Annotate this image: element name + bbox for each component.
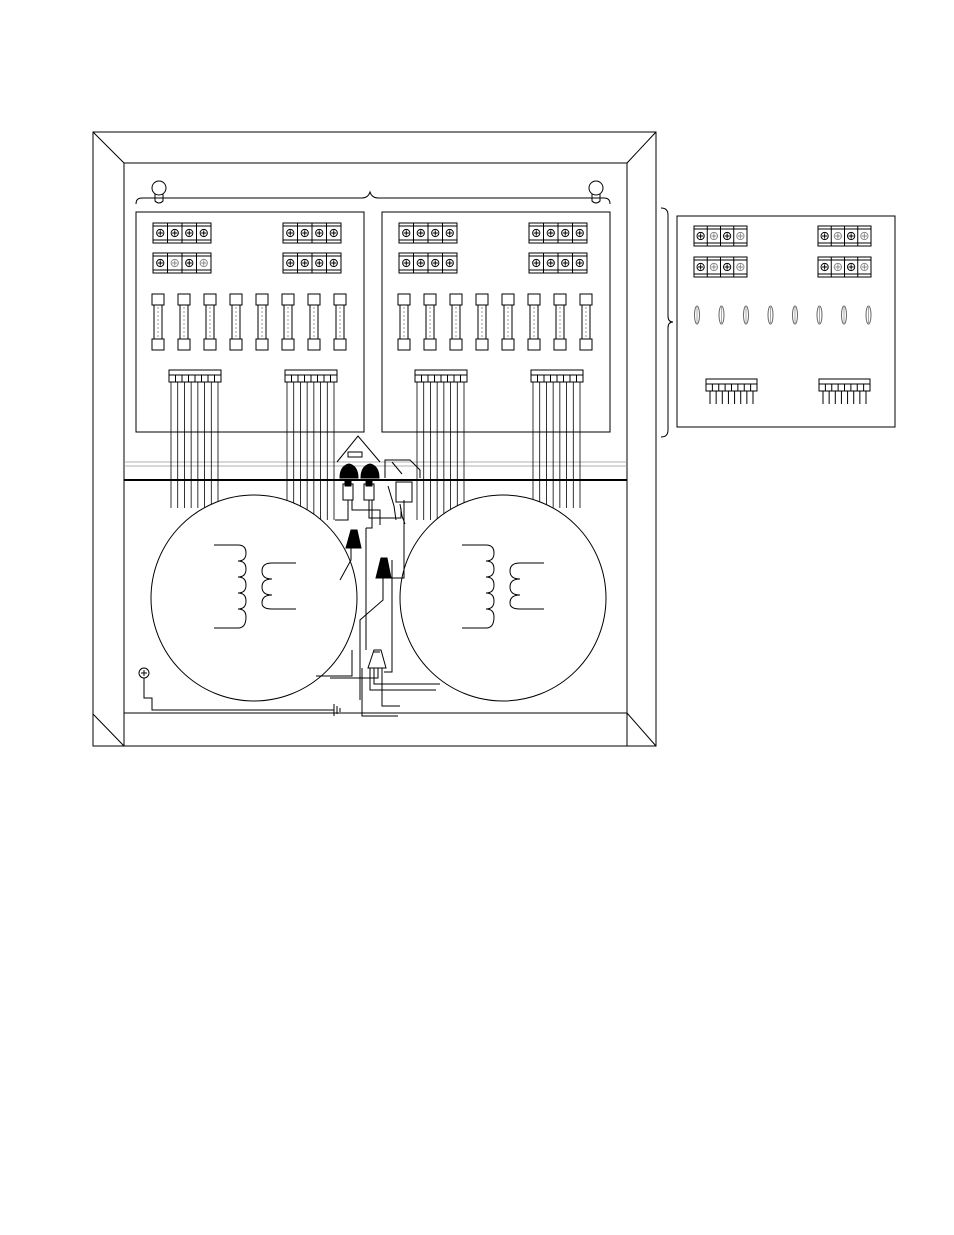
fuse-icon bbox=[502, 294, 514, 350]
terminal-block bbox=[529, 223, 587, 243]
keyhole-slot-right bbox=[589, 181, 603, 203]
terminal-screw-icon bbox=[710, 263, 717, 270]
terminal-screw-icon bbox=[301, 229, 308, 236]
terminal-screw-icon bbox=[724, 232, 731, 239]
terminal-screw-icon bbox=[576, 259, 583, 266]
terminal-screw-icon bbox=[171, 229, 178, 236]
terminal-block bbox=[283, 253, 341, 273]
terminal-block bbox=[399, 253, 457, 273]
terminal-screw-icon bbox=[403, 259, 410, 266]
terminal-screw-icon bbox=[821, 232, 828, 239]
terminal-screw-icon bbox=[533, 259, 540, 266]
terminal-block bbox=[399, 223, 457, 243]
terminal-screw-icon bbox=[316, 229, 323, 236]
terminal-screw-icon bbox=[697, 232, 704, 239]
terminal-screw-icon bbox=[562, 259, 569, 266]
terminal-block bbox=[818, 226, 871, 246]
terminal-screw-icon bbox=[737, 232, 744, 239]
terminal-screw-icon bbox=[186, 229, 193, 236]
terminal-block bbox=[153, 223, 211, 243]
connector-left bbox=[169, 370, 221, 382]
terminal-screw-icon bbox=[417, 259, 424, 266]
fuse-icon bbox=[204, 294, 216, 350]
terminal-screw-icon bbox=[834, 232, 841, 239]
right-board-panel bbox=[382, 212, 610, 432]
fuse-icon bbox=[398, 294, 410, 350]
terminal-screw-icon bbox=[547, 229, 554, 236]
keyhole-slot-left bbox=[152, 181, 166, 203]
terminal-screw-icon bbox=[330, 259, 337, 266]
detail-board bbox=[677, 216, 895, 427]
fuse-icon bbox=[554, 294, 566, 350]
terminal-screw-icon bbox=[200, 259, 207, 266]
terminal-block bbox=[153, 253, 211, 273]
terminal-screw-icon bbox=[171, 259, 178, 266]
terminal-screw-icon bbox=[547, 259, 554, 266]
terminal-screw-icon bbox=[200, 229, 207, 236]
transformer-left bbox=[151, 495, 357, 701]
center-fuse-icon bbox=[348, 452, 362, 457]
fuse-icon bbox=[178, 294, 190, 350]
left-board-panel bbox=[136, 212, 364, 432]
wire-nut-1-icon bbox=[346, 530, 361, 548]
fuse-icon bbox=[450, 294, 462, 350]
terminal-screw-icon bbox=[432, 259, 439, 266]
ground-symbol-icon bbox=[334, 704, 340, 716]
terminal-screw-icon bbox=[330, 229, 337, 236]
terminal-block bbox=[283, 223, 341, 243]
terminal-screw-icon bbox=[834, 263, 841, 270]
terminal-screw-icon bbox=[861, 263, 868, 270]
terminal-screw-icon bbox=[724, 263, 731, 270]
terminal-screw-icon bbox=[848, 263, 855, 270]
terminal-screw-icon bbox=[417, 229, 424, 236]
terminal-screw-icon bbox=[446, 229, 453, 236]
wire-nut-3-icon bbox=[368, 650, 386, 668]
connector-left bbox=[415, 370, 467, 382]
fuse-icon bbox=[528, 294, 540, 350]
terminal-block bbox=[818, 257, 871, 277]
fuse-icon bbox=[334, 294, 346, 350]
transformer-right bbox=[400, 495, 606, 701]
fuse-icon bbox=[580, 294, 592, 350]
terminal-screw-icon bbox=[861, 232, 868, 239]
terminal-screw-icon bbox=[287, 259, 294, 266]
terminal-screw-icon bbox=[157, 259, 164, 266]
terminal-screw-icon bbox=[301, 259, 308, 266]
terminal-screw-icon bbox=[848, 232, 855, 239]
terminal-screw-icon bbox=[821, 263, 828, 270]
terminal-screw-icon bbox=[710, 232, 717, 239]
terminal-screw-icon bbox=[697, 263, 704, 270]
terminal-block bbox=[529, 253, 587, 273]
detail-brace bbox=[661, 208, 673, 437]
fuse-icon bbox=[230, 294, 242, 350]
terminal-screw-icon bbox=[562, 229, 569, 236]
connector-right bbox=[285, 370, 337, 382]
fuse-icon bbox=[424, 294, 436, 350]
terminal-block bbox=[694, 257, 747, 277]
terminal-screw-icon bbox=[157, 229, 164, 236]
connector-right bbox=[531, 370, 583, 382]
fuse-icon bbox=[476, 294, 488, 350]
fuse-icon bbox=[282, 294, 294, 350]
terminal-screw-icon bbox=[737, 263, 744, 270]
terminal-screw-icon bbox=[316, 259, 323, 266]
terminal-screw-icon bbox=[403, 229, 410, 236]
terminal-screw-icon bbox=[446, 259, 453, 266]
fuse-icon bbox=[152, 294, 164, 350]
terminal-screw-icon bbox=[432, 229, 439, 236]
power-switch bbox=[396, 482, 412, 502]
wire-nut-2-icon bbox=[376, 558, 391, 578]
right-board bbox=[382, 212, 610, 432]
fuse-icon bbox=[256, 294, 268, 350]
terminal-screw-icon bbox=[186, 259, 193, 266]
terminal-screw-icon bbox=[287, 229, 294, 236]
top-brace bbox=[136, 192, 610, 204]
terminal-screw-icon bbox=[576, 229, 583, 236]
terminal-screw-icon bbox=[533, 229, 540, 236]
terminal-block bbox=[694, 226, 747, 246]
left-board bbox=[136, 212, 364, 432]
fuse-icon bbox=[308, 294, 320, 350]
